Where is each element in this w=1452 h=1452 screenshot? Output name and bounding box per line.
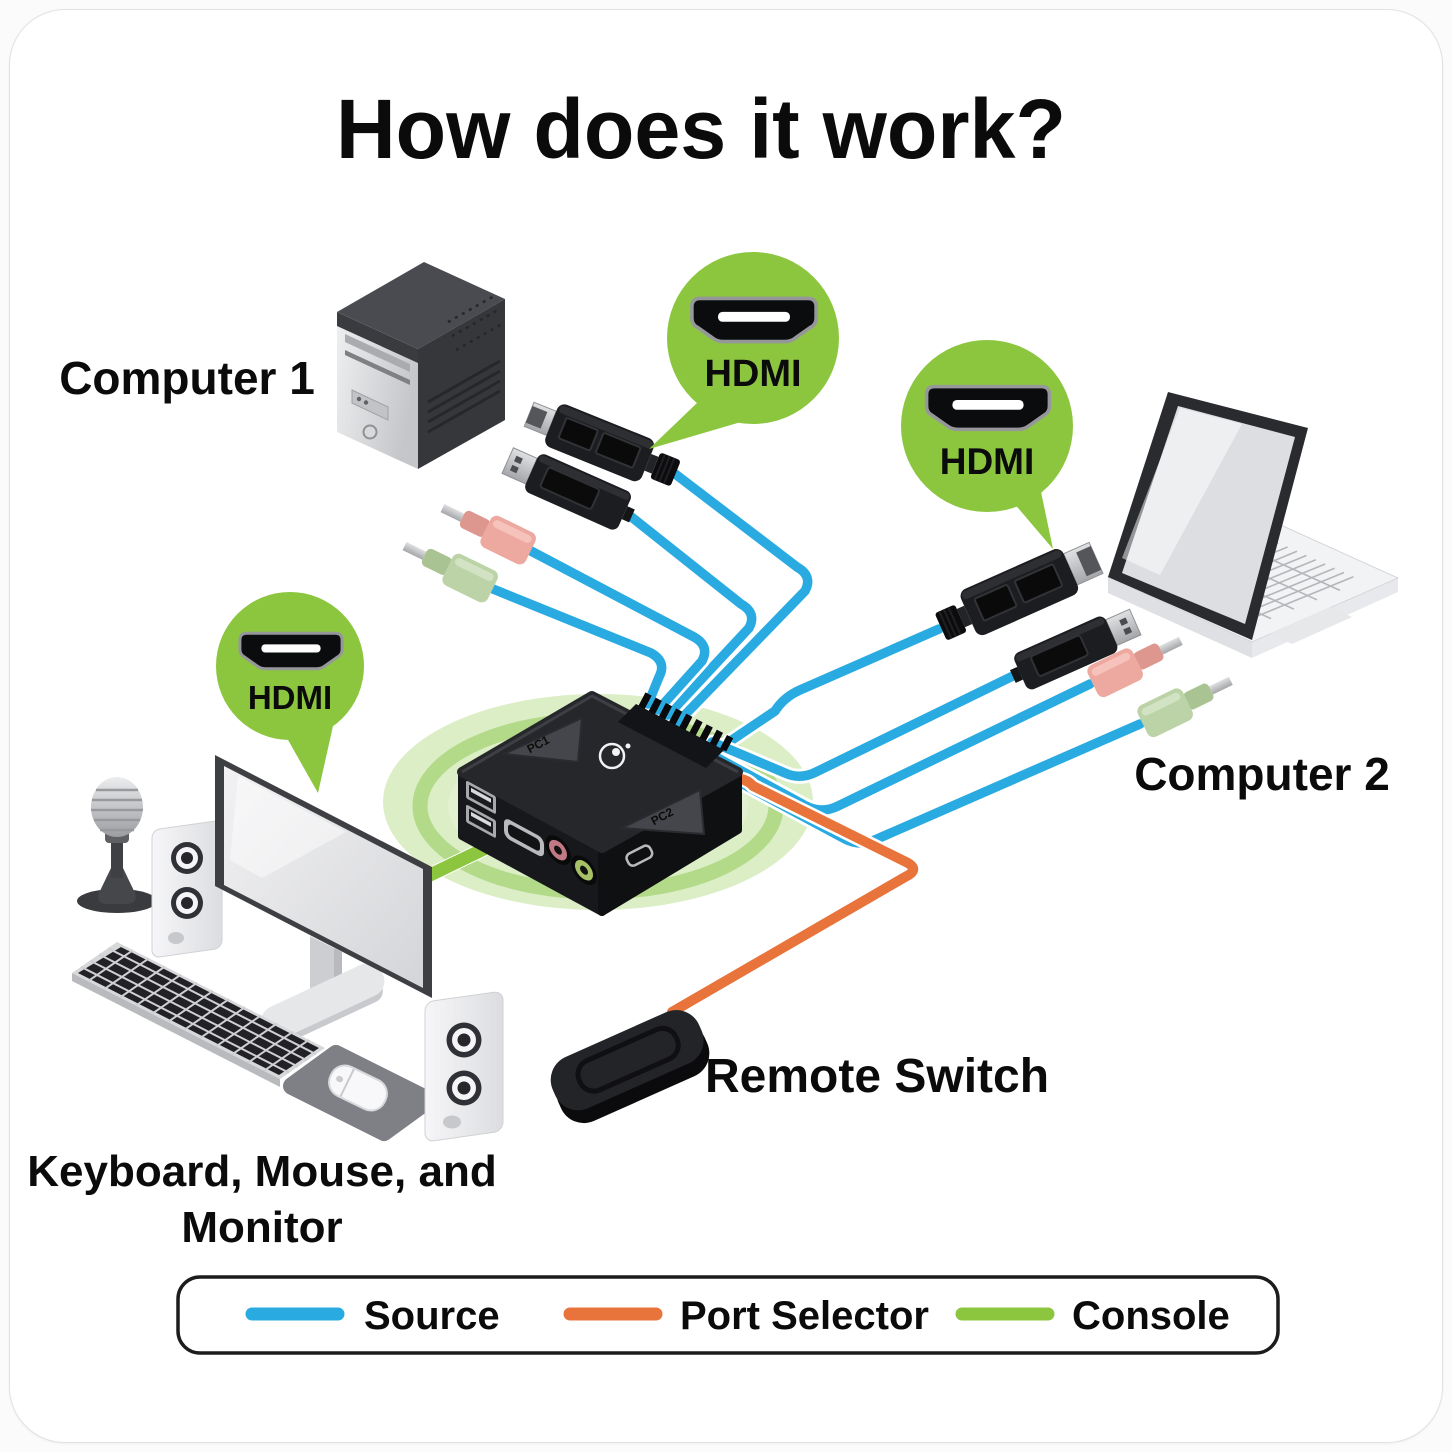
audio-jack-pink-1 — [440, 504, 536, 565]
hdmi-callout-1: HDMI — [649, 252, 839, 449]
legend-label-source: Source — [364, 1294, 500, 1338]
monitor — [215, 755, 432, 1044]
console-group-label-line2: Monitor — [181, 1203, 342, 1252]
hdmi-callout-1-label: HDMI — [704, 353, 801, 395]
hdmi-callout-3-label: HDMI — [248, 679, 332, 716]
hdmi-port-icon — [924, 384, 1052, 432]
mouse — [328, 1064, 388, 1112]
speaker-right — [424, 991, 504, 1142]
computer2-laptop — [1106, 392, 1400, 658]
remote-switch — [550, 1010, 710, 1124]
audio-jack-green-2 — [1137, 676, 1233, 738]
tower-vent-icon — [447, 293, 505, 352]
kvm-front-ports — [466, 780, 597, 886]
audio-jack-green-1 — [402, 542, 498, 603]
kvm-pc2-marker — [618, 788, 706, 836]
audio-jack-pink-2 — [1087, 636, 1183, 698]
keyboard-keys-icon — [80, 947, 317, 1074]
page-title: How does it work? — [336, 82, 1066, 176]
kvm-logo-icon — [598, 742, 631, 770]
kvm-pc1-marker — [500, 716, 584, 764]
hdmi-callout-2-label: HDMI — [940, 441, 1035, 482]
speaker-left — [151, 820, 223, 958]
legend: Source Port Selector Console — [176, 1275, 1280, 1355]
hdmi-callout-3: HDMI — [216, 592, 364, 793]
usb-connector-1 — [501, 447, 635, 530]
console-group-label-line1: Keyboard, Mouse, and — [27, 1147, 496, 1196]
computer2-label: Computer 2 — [1134, 748, 1390, 800]
kvm-cable-connector — [618, 692, 734, 768]
hdmi-connector-1 — [523, 401, 680, 486]
computer1-tower — [337, 262, 505, 469]
remote-switch-label: Remote Switch — [705, 1050, 1049, 1103]
hdmi-port-icon — [238, 631, 344, 671]
legend-label-console: Console — [1072, 1294, 1230, 1338]
hdmi-port-icon — [690, 296, 818, 344]
legend-label-port-selector: Port Selector — [680, 1294, 929, 1338]
laptop-touchpad — [1270, 607, 1352, 644]
tower-vent-lines-icon — [427, 359, 501, 434]
keyboard — [72, 942, 325, 1087]
micro-usb-port-icon — [625, 844, 654, 867]
hdmi-callout-2: HDMI — [901, 340, 1073, 549]
usb-connector-2 — [1009, 608, 1142, 690]
microphone — [77, 777, 157, 913]
hdmi-connector-2 — [935, 541, 1104, 640]
kvm-switch: PC1 PC2 — [457, 691, 743, 916]
computer1-label: Computer 1 — [59, 352, 315, 404]
